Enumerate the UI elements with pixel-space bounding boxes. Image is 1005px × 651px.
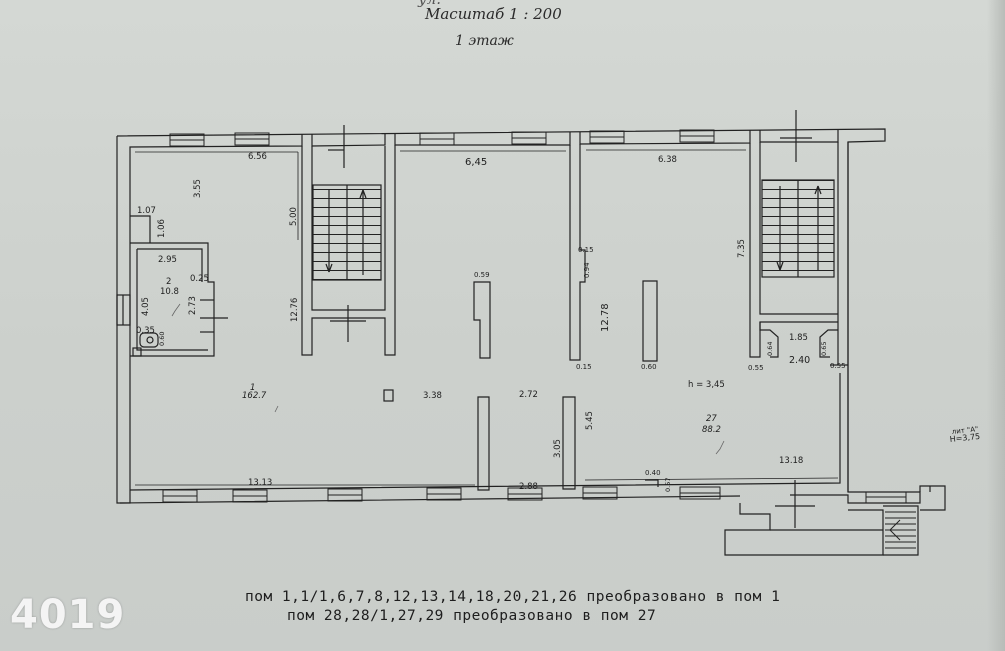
dim-1-85: 1.85 — [789, 333, 808, 343]
room-2-walls — [130, 242, 215, 357]
dim-3-05: 3.05 — [553, 439, 563, 458]
dim-0-35: 0.35 — [136, 326, 155, 336]
scale-label: Масштаб 1 : 200 — [425, 5, 562, 23]
conversion-note-1: пом 1,1/1,6,7,8,12,13,14,18,20,21,26 пре… — [245, 589, 781, 605]
dim-2-73: 2.73 — [188, 296, 198, 315]
dim-1-07: 1.07 — [137, 206, 156, 216]
dim-0-94: 0.94 — [583, 262, 591, 278]
dim-7-35: 7.35 — [737, 239, 747, 258]
room-27-area: 88.2 — [702, 425, 721, 435]
dim-0-15a: 0.15 — [578, 246, 594, 254]
room-2-area: 10.8 — [160, 287, 179, 297]
header-cut-text: ул. — [418, 0, 441, 8]
dim-4-05: 4.05 — [141, 297, 151, 316]
dim-0-55a: 0.55 — [748, 364, 764, 372]
dim-0-15b: 0.15 — [576, 363, 592, 371]
dim-5-00: 5.00 — [289, 207, 299, 226]
dim-0-40: 0.40 — [645, 469, 661, 477]
room-1-number: 1 — [250, 383, 255, 393]
lit-label: лит "А" — [951, 425, 978, 436]
dim-12-76: 12.76 — [290, 298, 300, 322]
dim-6-56: 6.56 — [248, 152, 267, 162]
dim-6-45: 6,45 — [465, 157, 487, 168]
room-27-number: 27 — [706, 414, 717, 424]
paper-edge — [987, 0, 1005, 651]
dim-2-72: 2.72 — [519, 390, 538, 400]
entrance-porch — [724, 503, 884, 556]
listing-number-stamp: 4019 — [10, 592, 126, 638]
conversion-note-2: пом 28,28/1,27,29 преобразовано в пом 27 — [287, 608, 657, 624]
room-1-area: 162.7 — [242, 391, 267, 401]
top-windows — [169, 129, 715, 147]
dim-13-13: 13.13 — [248, 478, 272, 488]
room-2-number: 2 — [166, 277, 171, 287]
dim-6-38: 6.38 — [658, 155, 677, 165]
dim-0-65: 0.65 — [820, 342, 828, 356]
dim-2-95: 2.95 — [158, 255, 177, 265]
dim-2-40: 2.40 — [789, 355, 810, 366]
dim-2-88: 2.88 — [519, 482, 538, 492]
dim-0-25: 0.25 — [190, 274, 209, 284]
dim-0-60b: 0.60 — [641, 363, 657, 371]
dim-0-64: 0.64 — [766, 342, 774, 356]
dim-0-59: 0.59 — [474, 271, 490, 279]
floor-label: 1 этаж — [455, 33, 514, 49]
dim-0-55b: 0.55 — [830, 362, 846, 370]
lit-height: Н=3,75 — [949, 432, 980, 444]
dim-0-60a: 0.60 — [158, 332, 166, 346]
bottom-windows — [162, 486, 907, 504]
dim-13-18: 13.18 — [779, 456, 803, 466]
dim-0-57: 0.57 — [664, 478, 672, 492]
dim-3-55: 3.55 — [193, 179, 203, 198]
dim-1-06: 1.06 — [157, 219, 167, 238]
dim-3-38: 3.38 — [423, 391, 442, 401]
ceiling-height: h = 3,45 — [688, 380, 725, 390]
stair-2-walls — [749, 143, 838, 358]
dim-12-78: 12.78 — [600, 303, 611, 332]
dim-5-45: 5.45 — [585, 411, 595, 430]
